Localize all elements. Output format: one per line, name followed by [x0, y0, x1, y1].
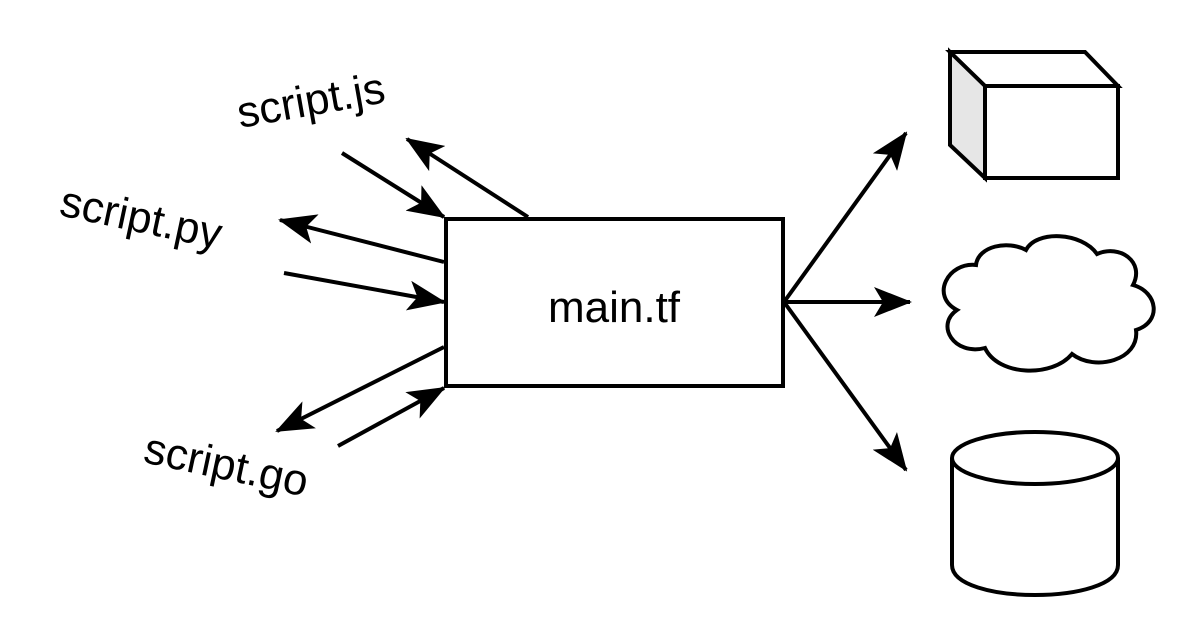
- arrow-main-to-js: [405, 137, 530, 219]
- main-tf-node: main.tf: [444, 217, 785, 388]
- script-go-label: script.go: [140, 424, 313, 507]
- arrow-js-to-main: [340, 151, 446, 219]
- script-py-label: script.py: [56, 177, 226, 259]
- cloud-icon: [941, 234, 1156, 373]
- arrow-py-to-main: [283, 271, 446, 311]
- cloud-outline: [941, 234, 1156, 373]
- arrow-main-to-database: [782, 300, 908, 472]
- cylinder-top: [950, 430, 1120, 486]
- cube-icon: [945, 47, 1123, 183]
- cylinder-body: [950, 458, 1120, 597]
- script-js-label: script.js: [233, 64, 388, 138]
- arrow-go-to-main: [337, 386, 446, 448]
- arrow-main-to-py: [278, 214, 445, 264]
- database-icon: [950, 430, 1120, 597]
- arrow-main-to-go: [275, 345, 445, 433]
- arrow-main-to-compute: [782, 131, 908, 304]
- cube-front-face: [983, 84, 1120, 180]
- main-tf-label: main.tf: [548, 283, 681, 332]
- main-tf-box: [444, 217, 785, 388]
